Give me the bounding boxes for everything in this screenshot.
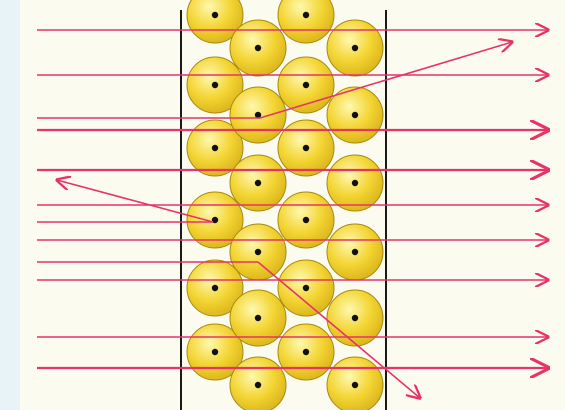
nucleus-dot <box>351 248 359 256</box>
nucleus-dot <box>351 111 359 119</box>
atom-body <box>186 0 244 44</box>
gold-atom <box>229 19 287 77</box>
alpha-rays <box>37 30 548 398</box>
nucleus-dot <box>302 11 310 19</box>
nucleus-dot <box>211 11 219 19</box>
nucleus-dot <box>211 348 219 356</box>
gold-atom <box>277 191 335 249</box>
gold-atom <box>229 289 287 347</box>
nucleus-dot <box>302 144 310 152</box>
nucleus-dot <box>351 314 359 322</box>
nucleus-dot <box>351 381 359 389</box>
gold-atom <box>186 323 244 381</box>
nucleus-dot <box>211 144 219 152</box>
nucleus-dot <box>302 216 310 224</box>
gold-atom <box>277 259 335 317</box>
nucleus-dot <box>302 348 310 356</box>
gold-atom <box>229 86 287 144</box>
gold-atom <box>186 0 244 44</box>
gold-atom <box>186 191 244 249</box>
nucleus-dot <box>254 381 262 389</box>
nucleus-dot <box>254 44 262 52</box>
gold-atom <box>277 56 335 114</box>
nucleus-dot <box>211 81 219 89</box>
nucleus-dot <box>254 314 262 322</box>
nucleus-dot <box>211 216 219 224</box>
gold-atom <box>229 223 287 281</box>
gold-atom <box>186 259 244 317</box>
nucleus-dot <box>211 284 219 292</box>
nucleus-dot <box>254 111 262 119</box>
nucleus-dot <box>302 284 310 292</box>
gold-atom <box>277 323 335 381</box>
gold-atom <box>326 154 384 212</box>
gold-atom <box>186 119 244 177</box>
reflected-ray-back <box>57 180 214 223</box>
gold-atom <box>326 223 384 281</box>
gold-atom <box>229 356 287 410</box>
deflected-ray-down <box>257 261 420 398</box>
gold-atom <box>277 119 335 177</box>
gold-atom <box>229 154 287 212</box>
atom-body <box>277 0 335 44</box>
gold-atom <box>326 356 384 410</box>
gold-foil-atoms <box>186 0 384 410</box>
nucleus-dot <box>254 248 262 256</box>
nucleus-dot <box>302 81 310 89</box>
nucleus-dot <box>254 179 262 187</box>
gold-atom <box>326 19 384 77</box>
nucleus-dot <box>351 44 359 52</box>
gold-atom <box>277 0 335 44</box>
nucleus-dot <box>351 179 359 187</box>
deflected-ray-up <box>259 42 512 119</box>
gold-atom <box>186 56 244 114</box>
